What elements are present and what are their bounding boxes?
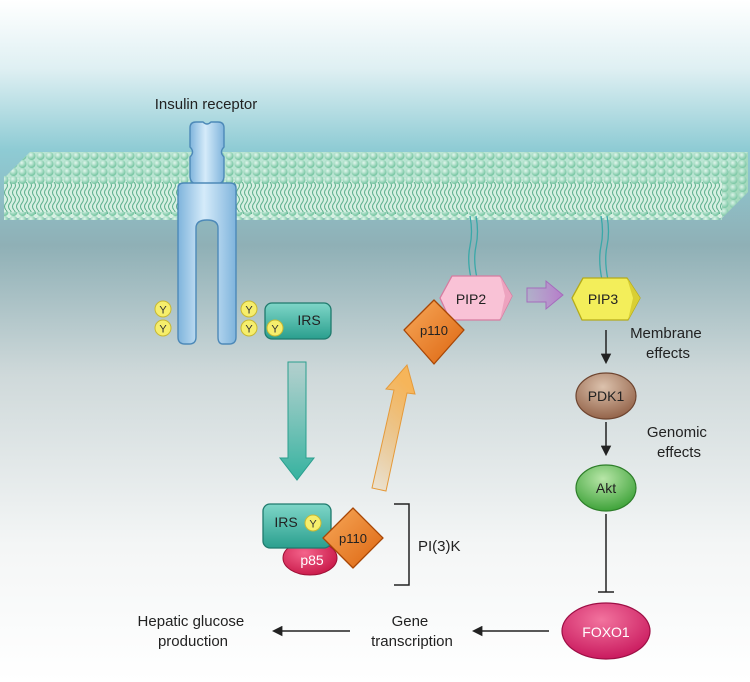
p110-node-complex: p110: [322, 507, 384, 569]
svg-text:Y: Y: [245, 324, 253, 336]
tyrosine-residue: Y: [154, 300, 172, 318]
cell-membrane: [4, 152, 748, 220]
genomic-effects-label: Genomic effects: [647, 424, 711, 461]
insulin-receptor: [177, 121, 237, 345]
svg-text:Y: Y: [245, 305, 253, 317]
svg-text:PDK1: PDK1: [588, 388, 625, 404]
pip2-anchor: [468, 215, 479, 279]
svg-text:p110: p110: [339, 531, 367, 546]
insulin-receptor-label: Insulin receptor: [155, 96, 258, 113]
svg-text:p85: p85: [300, 552, 324, 568]
pip3-anchor: [599, 215, 610, 281]
svg-text:Y: Y: [159, 305, 167, 317]
membrane-effects-label: Membrane effects: [630, 325, 706, 362]
pi3k-bracket: [394, 503, 410, 586]
svg-text:PIP2: PIP2: [456, 291, 487, 307]
svg-text:IRS: IRS: [274, 514, 297, 530]
svg-text:IRS: IRS: [297, 312, 320, 328]
pip3-node: PIP3: [571, 277, 641, 321]
tyrosine-residue: Y: [240, 300, 258, 318]
pi3k-label: PI(3)K: [418, 538, 461, 555]
tyrosine-residue: Y: [154, 319, 172, 337]
svg-text:Akt: Akt: [596, 480, 616, 496]
svg-text:Y: Y: [309, 519, 317, 531]
akt-inhibits-foxo1: [598, 514, 614, 593]
hepatic-glucose-production-label: Hepatic glucose production: [138, 613, 249, 650]
pi3k-complex: p85 IRS Y p110: [262, 503, 384, 576]
gene-transcription-label: Gene transcription: [371, 613, 453, 650]
svg-text:Y: Y: [159, 324, 167, 336]
svg-text:p110: p110: [420, 323, 448, 338]
svg-text:PIP3: PIP3: [588, 291, 619, 307]
akt-node: Akt: [575, 464, 637, 512]
pip2-to-pip3-arrow: [526, 279, 564, 311]
pdk1-node: PDK1: [575, 372, 637, 420]
pi3k-recruitment-arrow: [371, 363, 416, 492]
tyrosine-residue: Y: [304, 514, 322, 532]
tyrosine-residue: Y: [240, 319, 258, 337]
irs-activation-arrow: [278, 361, 316, 481]
pip2-node: PIP2: [439, 275, 513, 321]
tyrosine-residue: Y: [266, 319, 284, 337]
foxo1-node: FOXO1: [561, 602, 651, 660]
p85-node: p85: [282, 540, 338, 576]
svg-text:Y: Y: [271, 324, 279, 336]
p110-node-top: p110: [403, 299, 465, 365]
svg-text:FOXO1: FOXO1: [582, 624, 630, 640]
